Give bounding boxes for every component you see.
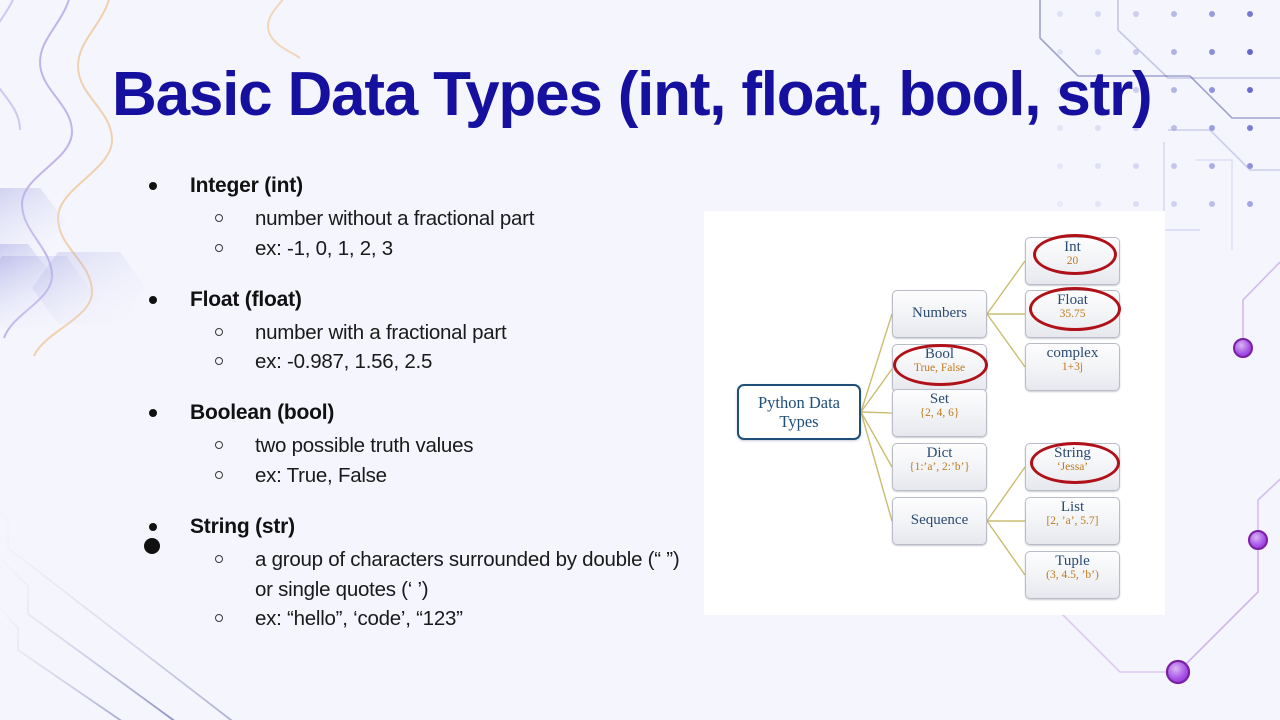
- diagram-node-numbers[interactable]: Numbers: [892, 290, 987, 338]
- sub-bullet-text: ex: “hello”, ‘code’, “123”: [255, 607, 463, 631]
- sub-list-string: a group of characters surrounded by doub…: [140, 545, 700, 634]
- node-value: True, False: [913, 362, 966, 375]
- python-data-types-diagram: Python Data Types Numbers Bool True, Fal…: [704, 211, 1165, 615]
- node-label: Float: [1057, 292, 1088, 308]
- sub-bullet-item: ex: -0.987, 1.56, 2.5: [140, 347, 700, 377]
- diagram-connectors: [860, 260, 1026, 576]
- bullet-dot-icon: [149, 409, 157, 418]
- node-label: Tuple: [1055, 553, 1090, 569]
- bullet-list: Integer (int) number without a fractiona…: [140, 172, 700, 634]
- bullet-heading-float: Float (float): [140, 286, 700, 314]
- bullet-group-string: String (str) a group of characters surro…: [140, 513, 700, 634]
- bullet-circle-icon: [215, 614, 223, 623]
- bullet-group-boolean: Boolean (bool) two possible truth values…: [140, 399, 700, 491]
- sub-bullet-item: two possible truth values: [140, 431, 700, 461]
- bullet-heading-text: Integer (int): [190, 174, 303, 197]
- sub-list-integer: number without a fractional part ex: -1,…: [140, 204, 700, 263]
- diagram-node-string[interactable]: String ‘Jessa’: [1025, 443, 1120, 491]
- bullet-circle-icon: [215, 214, 223, 223]
- diagram-node-root[interactable]: Python Data Types: [737, 384, 861, 440]
- node-label: List: [1060, 499, 1085, 515]
- node-value: 20: [1066, 255, 1079, 268]
- node-label: complex: [1046, 345, 1099, 361]
- diagram-node-list[interactable]: List [2, ’a’, 5.7]: [1025, 497, 1120, 545]
- node-label: String: [1054, 445, 1091, 461]
- bullet-circle-icon: [215, 554, 223, 563]
- node-value: [2, ’a’, 5.7]: [1046, 515, 1099, 528]
- node-value: ‘Jessa’: [1056, 461, 1089, 474]
- diagram-node-bool[interactable]: Bool True, False: [892, 344, 987, 392]
- node-value: 35.75: [1059, 308, 1086, 321]
- sub-bullet-item: ex: “hello”, ‘code’, “123”: [140, 604, 700, 634]
- bullet-heading-text: Float (float): [190, 287, 302, 311]
- node-label: Numbers: [912, 305, 967, 322]
- sub-bullet-text: two possible truth values: [255, 434, 474, 458]
- sub-bullet-text: number without a fractional part: [255, 207, 535, 231]
- bullet-group-float: Float (float) number with a fractional p…: [140, 286, 700, 378]
- diagram-node-tuple[interactable]: Tuple (3, 4.5, ’b’): [1025, 551, 1120, 599]
- node-value: 1+3j: [1061, 361, 1084, 374]
- diagram-node-int[interactable]: Int 20: [1025, 237, 1120, 285]
- sub-bullet-item: a group of characters surrounded by doub…: [140, 545, 700, 604]
- node-label: Dict: [926, 445, 953, 461]
- sub-bullet-item: ex: -1, 0, 1, 2, 3: [140, 234, 700, 264]
- diagram-node-set[interactable]: Set {2, 4, 6}: [892, 389, 987, 437]
- sub-bullet-item: number without a fractional part: [140, 204, 700, 234]
- node-label: Bool: [924, 346, 955, 362]
- node-label: Python Data Types: [757, 392, 841, 431]
- node-label: Set: [929, 391, 950, 407]
- diagram-node-float[interactable]: Float 35.75: [1025, 290, 1120, 338]
- sub-list-boolean: two possible truth values ex: True, Fals…: [140, 431, 700, 490]
- node-label: Sequence: [910, 512, 969, 529]
- bullet-heading-string: String (str): [140, 513, 700, 541]
- bullet-circle-icon: [215, 327, 223, 336]
- bullet-circle-icon: [215, 357, 223, 366]
- sub-bullet-text: ex: -1, 0, 1, 2, 3: [255, 236, 393, 260]
- sub-list-float: number with a fractional part ex: -0.987…: [140, 318, 700, 377]
- node-value: (3, 4.5, ’b’): [1046, 569, 1099, 582]
- bullet-dot-icon: [149, 522, 157, 531]
- sub-bullet-text: ex: True, False: [255, 463, 387, 487]
- bullet-dot-icon: [149, 295, 157, 304]
- node-value: {2, 4, 6}: [919, 407, 960, 420]
- bullet-heading-integer: Integer (int): [140, 172, 700, 200]
- bullet-heading-text: Boolean (bool): [190, 401, 335, 425]
- bullet-circle-icon: [215, 243, 223, 252]
- sub-bullet-item: number with a fractional part: [140, 318, 700, 348]
- sub-bullet-text: ex: -0.987, 1.56, 2.5: [255, 350, 433, 374]
- node-label: Int: [1064, 239, 1081, 255]
- bullet-heading-boolean: Boolean (bool): [140, 399, 700, 427]
- node-value: {1:’a’, 2:’b’}: [909, 461, 970, 474]
- bullet-dot-icon: [149, 182, 157, 190]
- diagram-node-dict[interactable]: Dict {1:’a’, 2:’b’}: [892, 443, 987, 491]
- page-title: Basic Data Types (int, float, bool, str): [112, 60, 1153, 129]
- diagram-node-complex[interactable]: complex 1+3j: [1025, 343, 1120, 391]
- sub-bullet-item: ex: True, False: [140, 461, 700, 491]
- hexagon-decor: [0, 188, 146, 328]
- diagram-node-sequence[interactable]: Sequence: [892, 497, 987, 545]
- bullet-group-integer: Integer (int) number without a fractiona…: [140, 172, 700, 264]
- bullet-heading-text: String (str): [190, 514, 295, 538]
- bullet-circle-icon: [215, 441, 223, 450]
- sub-bullet-text: a group of characters surrounded by doub…: [255, 547, 680, 601]
- bullet-circle-icon: [215, 470, 223, 479]
- sub-bullet-text: number with a fractional part: [255, 320, 507, 344]
